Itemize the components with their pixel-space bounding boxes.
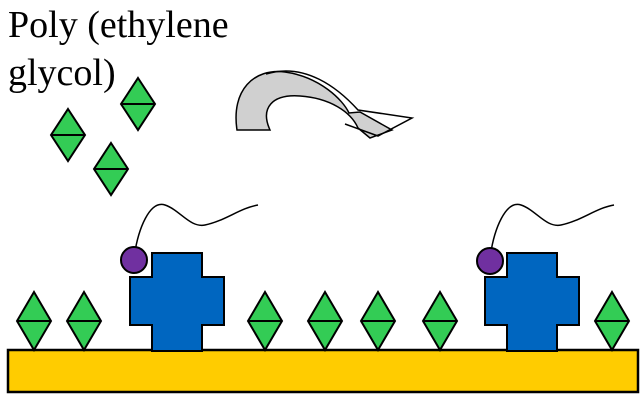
curved-arrow-icon [235, 70, 415, 139]
linker-bead-icon [476, 247, 504, 275]
peg-diamond-icon [421, 290, 459, 352]
peg-diamond-icon [246, 290, 284, 352]
peg-diamond-icon [49, 107, 87, 163]
linker-bead-icon [120, 246, 148, 274]
protein-complex-right [476, 203, 615, 352]
surface-peg-molecules [15, 290, 631, 352]
free-peg-molecules [49, 76, 157, 197]
substrate-bar [6, 348, 640, 394]
peg-diamond-icon [359, 290, 397, 352]
peg-diamond-icon [593, 290, 631, 352]
protein-cross-icon [129, 252, 225, 352]
peg-diamond-icon [15, 290, 53, 352]
title-line-1: Poly (ethylene [8, 4, 229, 46]
protein-complex-left [120, 203, 259, 352]
title-line-2: glycol) [8, 52, 116, 94]
peg-diamond-icon [119, 76, 157, 132]
linker-tail [489, 203, 615, 259]
peg-diamond-icon [92, 141, 130, 197]
linker-tail [133, 203, 259, 259]
peg-diamond-icon [306, 290, 344, 352]
peg-diamond-icon [65, 290, 103, 352]
protein-cross-icon [484, 252, 580, 352]
